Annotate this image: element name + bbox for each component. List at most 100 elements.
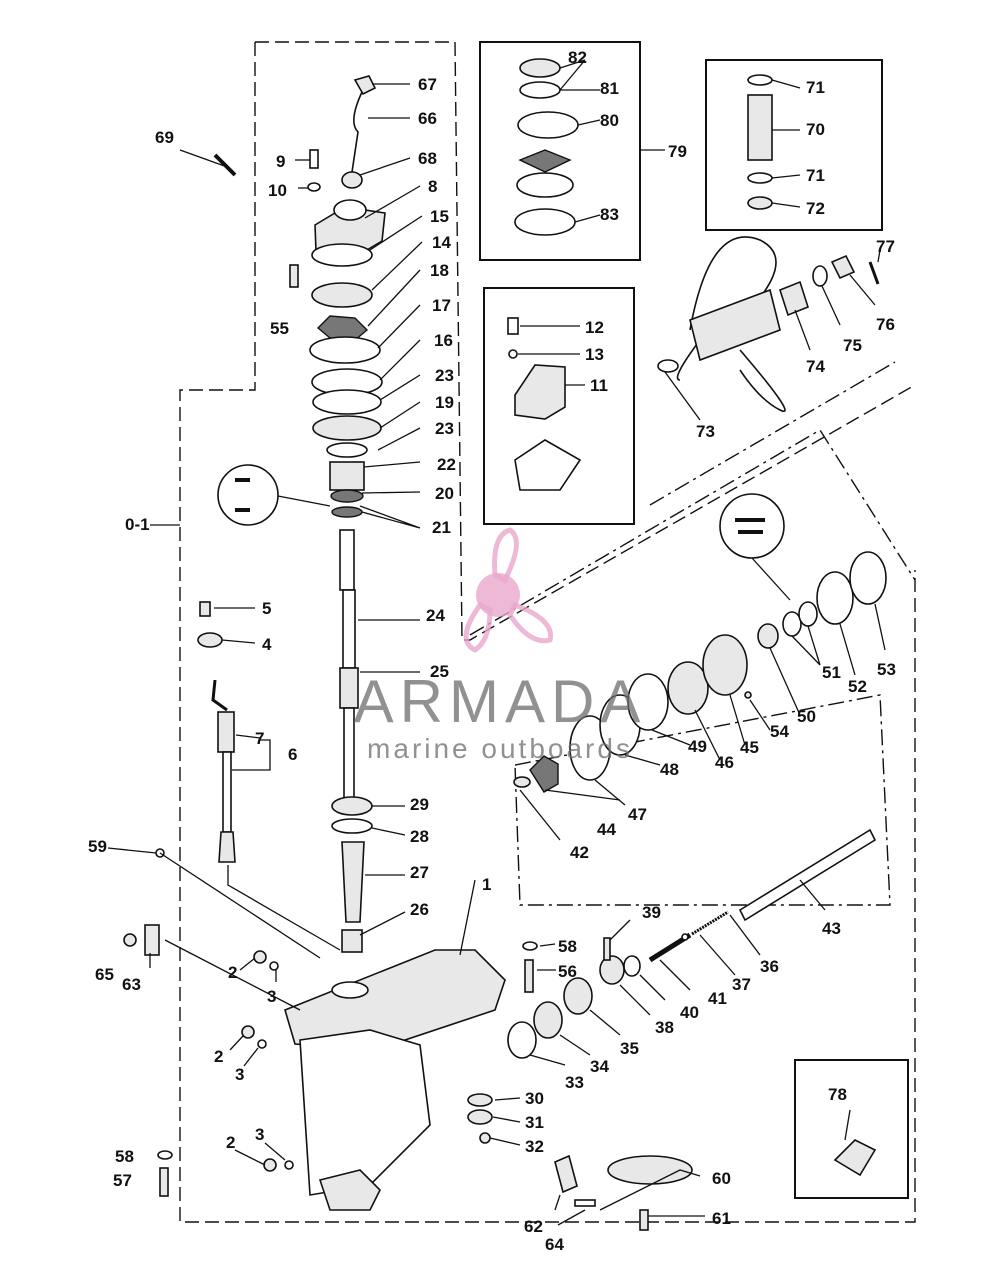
label-part-32: 32 [525,1137,544,1156]
label-part-74: 74 [806,357,825,376]
part-43-propshaft [738,828,877,922]
label-part-35: 35 [620,1039,639,1058]
leader-lines [107,59,886,1226]
label-part-16: 16 [434,331,453,350]
label-part-46: 46 [715,753,734,772]
label-part-9: 9 [276,152,285,171]
label-part-70: 70 [806,120,825,139]
label-part-58: 58 [558,937,577,956]
label-part-28: 28 [410,827,429,846]
gearcase-housing [284,949,506,1211]
part-72-grommet [747,196,773,210]
label-part-61: 61 [712,1209,731,1228]
label-part-81: 81 [600,79,619,98]
gearcase-bore [331,981,369,999]
part-4-coupler [197,632,223,648]
part-58-washer-b [522,941,538,951]
part-13-washer [508,349,518,359]
part-6-shift-cam [218,831,236,863]
label-part-68: 68 [418,149,437,168]
assembly-outline-upper [179,41,916,1223]
part-36-spring [691,910,729,936]
part-7-shift-rod-coupling [217,711,235,753]
part-55-dowel [289,264,299,288]
label-part-50: 50 [797,707,816,726]
part-5-screw [199,601,211,617]
label-part-83: 83 [600,205,619,224]
part-8-pump-neck [333,199,367,221]
part-11-base [514,439,582,491]
propeller-assembly [657,236,880,412]
part-12-screw [507,317,519,335]
part-71-o-ring-bottom [747,172,773,184]
label-part-30: 30 [525,1089,544,1108]
label-part-47: 47 [628,805,647,824]
driveshaft-assembly [331,529,373,953]
part-2-screw-b [241,1025,255,1039]
water-pump-stack [309,75,386,518]
label-part-25: 25 [430,662,449,681]
label-part-73: 73 [696,422,715,441]
label-part-71: 71 [806,78,825,97]
inset-housing-kit [507,317,582,491]
part-62-bracket [554,1154,578,1194]
part-46-bearing [667,661,709,715]
part-14-plate [311,282,373,308]
label-part-14: 14 [432,233,451,252]
part-32-nut [479,1132,491,1144]
label-part-42: 42 [570,843,589,862]
label-part-12: 12 [585,318,604,337]
part-80-insert [517,111,579,139]
watermark-tagline: marine outboards [367,733,633,764]
part-number-labels: 1 2 2 2 3 3 3 4 5 6 7 8 9 10 11 12 13 14… [88,48,896,1254]
label-part-53: 53 [877,660,896,679]
part-82-plate [519,58,561,78]
inset-box-water-pump-kit [479,41,641,261]
propeller-blade-left [676,339,701,381]
part-69-fastener [213,153,237,177]
propeller-blade-bottom [739,349,786,412]
label-part-10: 10 [268,181,287,200]
part-22-seal-holder [329,461,365,491]
part-23-gasket-lower [326,442,368,458]
part-57-screw [159,1167,169,1197]
assembly-outline-bearing [469,429,916,636]
part-66-water-tube [351,91,363,173]
label-part-54: 54 [770,722,789,741]
label-part-24: 24 [426,606,445,625]
propeller-blade-top [689,236,777,331]
label-part-21: 21 [432,518,451,537]
label-part-77: 77 [876,237,895,256]
label-part-48: 48 [660,760,679,779]
part-60-anode [607,1155,693,1185]
label-part-23: 23 [435,366,454,385]
part-49-o-ring [627,673,669,731]
part-51-washer-b [798,601,818,627]
label-part-57: 57 [113,1171,132,1190]
label-part-15: 15 [430,207,449,226]
part-3-washer-b [257,1039,267,1049]
label-part-58: 58 [115,1147,134,1166]
part-30-washer [467,1093,493,1107]
detail-callout-bearing-seal [719,493,785,559]
part-63-plate [144,924,160,956]
part-56-screw [524,959,534,993]
label-part-3: 3 [235,1065,244,1084]
label-part-4: 4 [262,635,272,654]
part-1-gearcase-top [284,949,506,1051]
part-27-bearing-sleeve [341,841,365,923]
inset-water-pump-kit [514,58,579,236]
label-part-43: 43 [822,919,841,938]
label-part-2: 2 [214,1047,223,1066]
part-26-bearing [341,929,363,953]
part-39-pin [603,937,611,961]
part-78-fitting [833,1139,877,1177]
label-part-5: 5 [262,599,271,618]
label-part-34: 34 [590,1057,609,1076]
label-part-59: 59 [88,837,107,856]
part-64-screw [574,1199,596,1207]
label-part-62: 62 [524,1217,543,1236]
inset-fitting [833,1139,877,1177]
